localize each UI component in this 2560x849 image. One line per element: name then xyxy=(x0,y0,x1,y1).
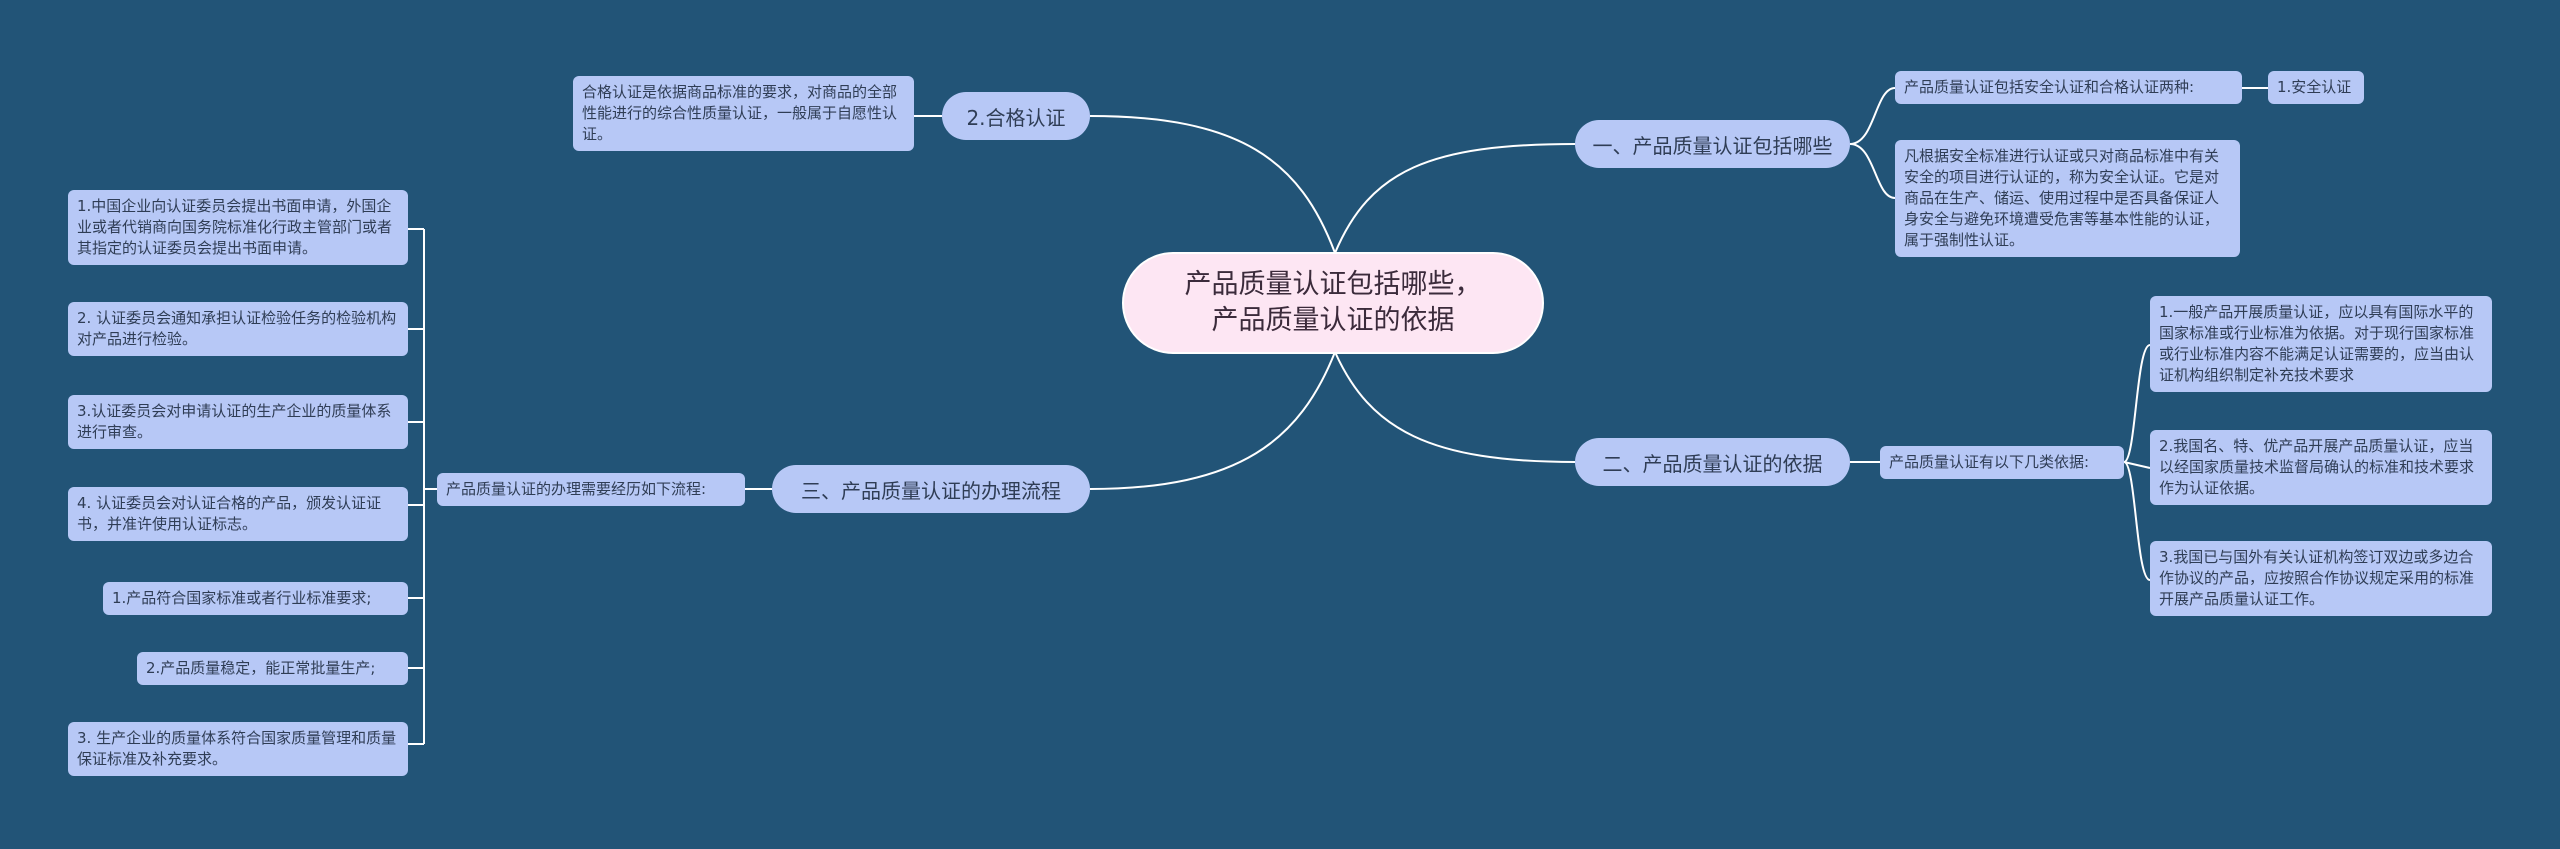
node-label: 3.认证委员会对申请认证的生产企业的质量体系进行审查。 xyxy=(77,402,392,441)
node-label: 2. 认证委员会通知承担认证检验任务的检验机构对产品进行检验。 xyxy=(77,309,397,348)
node-label: 产品质量认证有以下几类依据: xyxy=(1889,453,2090,471)
branch-certification-process[interactable]: 三、产品质量认证的办理流程 xyxy=(772,465,1090,513)
root-title-line2: 产品质量认证的依据 xyxy=(1211,305,1455,336)
root-node[interactable]: 产品质量认证包括哪些， 产品质量认证的依据 xyxy=(1122,252,1544,354)
node-label: 2.我国名、特、优产品开展产品质量认证，应当以经国家质量技术监督局确认的标准和技… xyxy=(2159,437,2475,497)
node-label: 产品质量认证包括安全认证和合格认证两种: xyxy=(1904,78,2195,96)
node-process-intro[interactable]: 产品质量认证的办理需要经历如下流程: xyxy=(437,473,745,506)
node-label: 凡根据安全标准进行认证或只对商品标准中有关安全的项目进行认证的，称为安全认证。它… xyxy=(1904,147,2220,249)
branch-label: 2.合格认证 xyxy=(966,105,1066,130)
node-conformity-description[interactable]: 合格认证是依据商品标准的要求，对商品的全部性能进行的综合性质量认证，一般属于自愿… xyxy=(573,76,914,151)
node-process-step[interactable]: 1.中国企业向认证委员会提出书面申请，外国企业或者代销商向国务院标准化行政主管部… xyxy=(68,190,408,265)
node-basis-item[interactable]: 2.我国名、特、优产品开展产品质量认证，应当以经国家质量技术监督局确认的标准和技… xyxy=(2150,430,2492,505)
node-label: 产品质量认证的办理需要经历如下流程: xyxy=(446,480,707,498)
node-process-condition[interactable]: 3. 生产企业的质量体系符合国家质量管理和质量保证标准及补充要求。 xyxy=(68,722,408,776)
link-b1-types xyxy=(1849,87,1896,145)
link-root-b1 xyxy=(1334,143,1576,254)
node-label: 1.一般产品开展质量认证，应以具有国际水平的国家标准或行业标准为依据。对于现行国… xyxy=(2159,303,2475,384)
node-label: 1.产品符合国家标准或者行业标准要求; xyxy=(112,589,372,607)
node-two-certification-types[interactable]: 产品质量认证包括安全认证和合格认证两种: xyxy=(1895,71,2242,104)
branch-certification-basis[interactable]: 二、产品质量认证的依据 xyxy=(1575,438,1850,486)
node-basis-intro[interactable]: 产品质量认证有以下几类依据: xyxy=(1880,446,2124,479)
node-process-condition[interactable]: 2.产品质量稳定，能正常批量生产; xyxy=(137,652,408,685)
node-process-step[interactable]: 3.认证委员会对申请认证的生产企业的质量体系进行审查。 xyxy=(68,395,408,449)
branch-label: 二、产品质量认证的依据 xyxy=(1602,451,1823,476)
node-process-step[interactable]: 2. 认证委员会通知承担认证检验任务的检验机构对产品进行检验。 xyxy=(68,302,408,356)
branch-included-types[interactable]: 一、产品质量认证包括哪些 xyxy=(1575,120,1850,168)
node-label: 3. 生产企业的质量体系符合国家质量管理和质量保证标准及补充要求。 xyxy=(77,729,397,768)
branch-conformity-certification[interactable]: 2.合格认证 xyxy=(942,92,1090,140)
node-safety-certification[interactable]: 1.安全认证 xyxy=(2268,71,2364,104)
node-label: 2.产品质量稳定，能正常批量生产; xyxy=(146,659,376,677)
link-b3-items xyxy=(2123,344,2151,581)
node-label: 1.中国企业向认证委员会提出书面申请，外国企业或者代销商向国务院标准化行政主管部… xyxy=(77,197,393,257)
node-label: 1.安全认证 xyxy=(2277,78,2352,96)
node-label: 合格认证是依据商品标准的要求，对商品的全部性能进行的综合性质量认证，一般属于自愿… xyxy=(582,83,898,143)
branch-label: 三、产品质量认证的办理流程 xyxy=(801,478,1061,503)
branch-label: 一、产品质量认证包括哪些 xyxy=(1592,133,1833,158)
node-process-step[interactable]: 4. 认证委员会对认证合格的产品，颁发认证证书，并准许使用认证标志。 xyxy=(68,487,408,541)
node-label: 3.我国已与国外有关认证机构签订双边或多边合作协议的产品，应按照合作协议规定采用… xyxy=(2159,548,2475,608)
node-label: 4. 认证委员会对认证合格的产品，颁发认证证书，并准许使用认证标志。 xyxy=(77,494,382,533)
link-b1-desc xyxy=(1849,143,1896,199)
link-root-b3 xyxy=(1334,351,1576,463)
node-basis-item[interactable]: 3.我国已与国外有关认证机构签订双边或多边合作协议的产品，应按照合作协议规定采用… xyxy=(2150,541,2492,616)
link-root-b2 xyxy=(1089,115,1336,254)
node-process-condition[interactable]: 1.产品符合国家标准或者行业标准要求; xyxy=(103,582,408,615)
link-b4-bracket xyxy=(408,227,437,745)
link-root-b4 xyxy=(1089,351,1336,490)
node-basis-item[interactable]: 1.一般产品开展质量认证，应以具有国际水平的国家标准或行业标准为依据。对于现行国… xyxy=(2150,296,2492,392)
node-safety-description[interactable]: 凡根据安全标准进行认证或只对商品标准中有关安全的项目进行认证的，称为安全认证。它… xyxy=(1895,140,2240,257)
root-title-line1: 产品质量认证包括哪些， xyxy=(1184,269,1482,300)
